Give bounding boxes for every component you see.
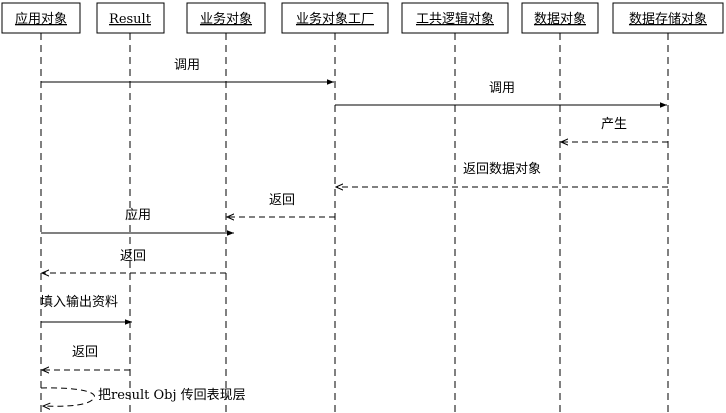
object-factory: 业务对象工厂 (281, 2, 389, 413)
message-apply: 应用 (41, 207, 234, 236)
message-self-return: 把result Obj 传回表现层 (40, 387, 246, 406)
message-label: 返回 (120, 249, 146, 264)
object-logic: 工共逻辑对象 (401, 2, 509, 413)
object-box-data (521, 2, 599, 34)
object-result: Result (96, 2, 165, 413)
object-app: 应用对象 (1, 2, 81, 413)
message-label: 返回 (269, 193, 295, 208)
object-label-logic: 工共逻辑对象 (416, 12, 494, 27)
message-label: 调用 (489, 81, 515, 96)
object-biz: 业务对象 (186, 2, 266, 413)
object-box-logic (401, 2, 509, 34)
object-store: 数据存储对象 (612, 2, 724, 413)
object-label-store: 数据存储对象 (629, 12, 707, 27)
object-label-factory: 业务对象工厂 (296, 11, 374, 27)
object-label-biz: 业务对象 (200, 11, 252, 27)
message-create-data: 产生 (561, 117, 668, 142)
object-box-app (1, 2, 81, 34)
message-return-to-app: 返回 (42, 249, 226, 273)
message-return-from-result: 返回 (42, 345, 130, 370)
object-label-app: 应用对象 (15, 11, 67, 27)
message-return-data-object: 返回数据对象 (336, 162, 668, 187)
object-label-result: Result (109, 12, 152, 27)
message-label: 填入输出资料 (40, 294, 118, 310)
message-label: 返回数据对象 (463, 162, 541, 177)
object-box-result (96, 2, 165, 34)
message-label: 把result Obj 传回表现层 (98, 388, 246, 403)
message-call-store: 调用 (335, 81, 667, 108)
message-call-factory: 调用 (41, 58, 334, 85)
message-label: 应用 (125, 207, 151, 223)
message-fill-output: 填入输出资料 (40, 294, 132, 325)
object-label-data: 数据对象 (534, 12, 586, 27)
message-arrow (40, 387, 95, 406)
object-data: 数据对象 (521, 2, 599, 413)
object-box-factory (281, 2, 389, 34)
object-box-store (612, 2, 724, 34)
message-return-to-biz: 返回 (227, 193, 335, 217)
message-label: 调用 (174, 58, 200, 73)
message-label: 返回 (72, 345, 98, 360)
object-box-biz (186, 2, 266, 34)
message-label: 产生 (601, 117, 627, 132)
